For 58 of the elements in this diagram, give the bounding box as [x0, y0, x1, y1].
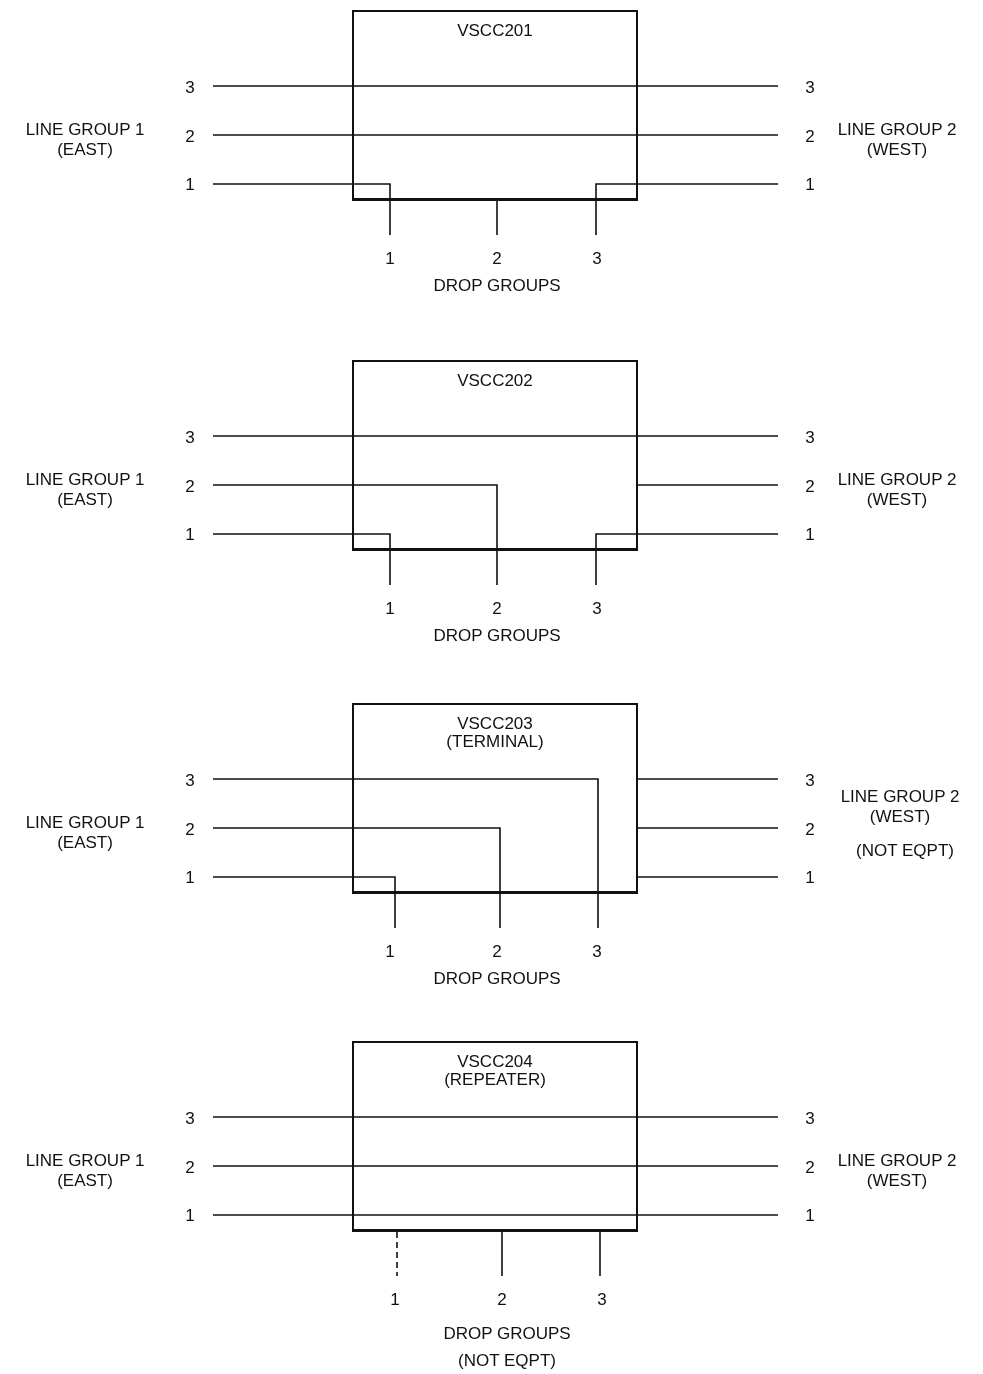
device-title: VSCC202	[456, 372, 534, 390]
drop-number: 3	[591, 941, 603, 963]
line-number: 3	[804, 770, 816, 792]
device-box	[352, 1041, 638, 1232]
line-group-label: LINE GROUP 2 (WEST)	[836, 119, 958, 161]
line-number: 3	[184, 1108, 196, 1130]
line-number: 2	[184, 1157, 196, 1179]
drop-number: 3	[591, 598, 603, 620]
device-box	[352, 10, 638, 201]
drop-number: 2	[491, 248, 503, 270]
line-number: 2	[184, 819, 196, 841]
drop-group-label: DROP GROUPS	[432, 275, 562, 297]
line-number: 1	[184, 867, 196, 889]
device-box	[352, 703, 638, 894]
drop-group-label: DROP GROUPS	[432, 968, 562, 990]
line-number: 2	[804, 819, 816, 841]
line-number: 2	[184, 126, 196, 148]
line-number: 3	[184, 770, 196, 792]
line-number: 1	[184, 524, 196, 546]
line-group-note: (NOT EQPT)	[855, 840, 955, 862]
line-group-label: LINE GROUP 2 (WEST)	[839, 786, 961, 828]
drop-number: 1	[384, 248, 396, 270]
line-number: 2	[804, 476, 816, 498]
line-group-label: LINE GROUP 1 (EAST)	[24, 119, 146, 161]
device-title: VSCC201	[456, 22, 534, 40]
drop-number: 2	[491, 941, 503, 963]
line-number: 1	[804, 867, 816, 889]
line-number: 2	[804, 126, 816, 148]
line-number: 2	[804, 1157, 816, 1179]
line-group-label: LINE GROUP 2 (WEST)	[836, 1150, 958, 1192]
drop-number: 1	[389, 1289, 401, 1311]
drop-group-label: DROP GROUPS	[432, 625, 562, 647]
line-number: 1	[184, 1205, 196, 1227]
device-title: VSCC203 (TERMINAL)	[445, 715, 545, 751]
line-group-label: LINE GROUP 1 (EAST)	[24, 812, 146, 854]
line-group-label: LINE GROUP 1 (EAST)	[24, 1150, 146, 1192]
line-number: 1	[184, 174, 196, 196]
line-number: 2	[184, 476, 196, 498]
drop-number: 3	[596, 1289, 608, 1311]
line-number: 3	[804, 427, 816, 449]
line-number: 3	[184, 77, 196, 99]
line-number: 3	[804, 1108, 816, 1130]
drop-number: 3	[591, 248, 603, 270]
line-number: 3	[184, 427, 196, 449]
line-group-label: LINE GROUP 1 (EAST)	[24, 469, 146, 511]
drop-group-note: (NOT EQPT)	[457, 1350, 557, 1372]
line-number: 1	[804, 174, 816, 196]
drop-number: 2	[496, 1289, 508, 1311]
drop-group-label: DROP GROUPS	[442, 1323, 572, 1345]
device-box	[352, 360, 638, 551]
line-group-label: LINE GROUP 2 (WEST)	[836, 469, 958, 511]
drop-number: 1	[384, 941, 396, 963]
line-number: 1	[804, 1205, 816, 1227]
drop-number: 1	[384, 598, 396, 620]
line-number: 1	[804, 524, 816, 546]
line-number: 3	[804, 77, 816, 99]
device-title: VSCC204 (REPEATER)	[443, 1053, 547, 1089]
drop-number: 2	[491, 598, 503, 620]
